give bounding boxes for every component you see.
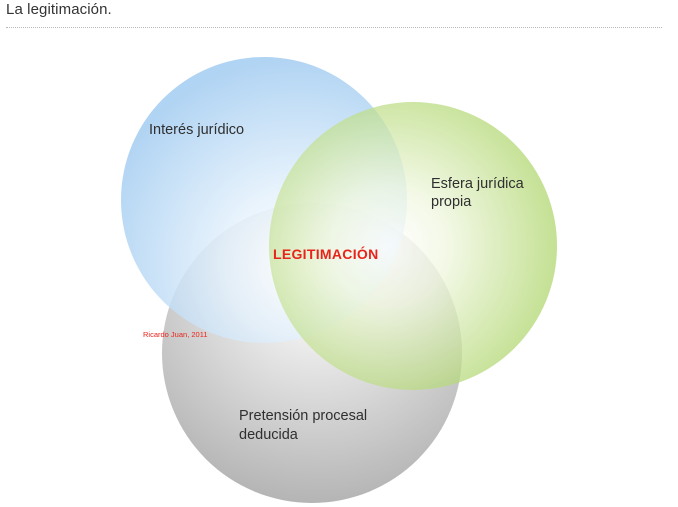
label-esfera-juridica-line1: Esfera jurídica xyxy=(431,176,525,192)
label-pretension-line1: Pretensión procesal xyxy=(239,408,367,424)
intersection-label: LEGITIMACIÓN xyxy=(273,245,378,262)
label-pretension-line2: deducida xyxy=(239,427,299,443)
label-esfera-juridica-line2: propia xyxy=(431,194,472,210)
title-divider xyxy=(6,27,662,28)
venn-circle-esfera xyxy=(269,102,557,390)
page-title: La legitimación. xyxy=(6,1,112,18)
label-interes-juridico: Interés jurídico xyxy=(149,122,244,138)
credit-text: Ricardo Juan, 2011 xyxy=(143,330,208,339)
